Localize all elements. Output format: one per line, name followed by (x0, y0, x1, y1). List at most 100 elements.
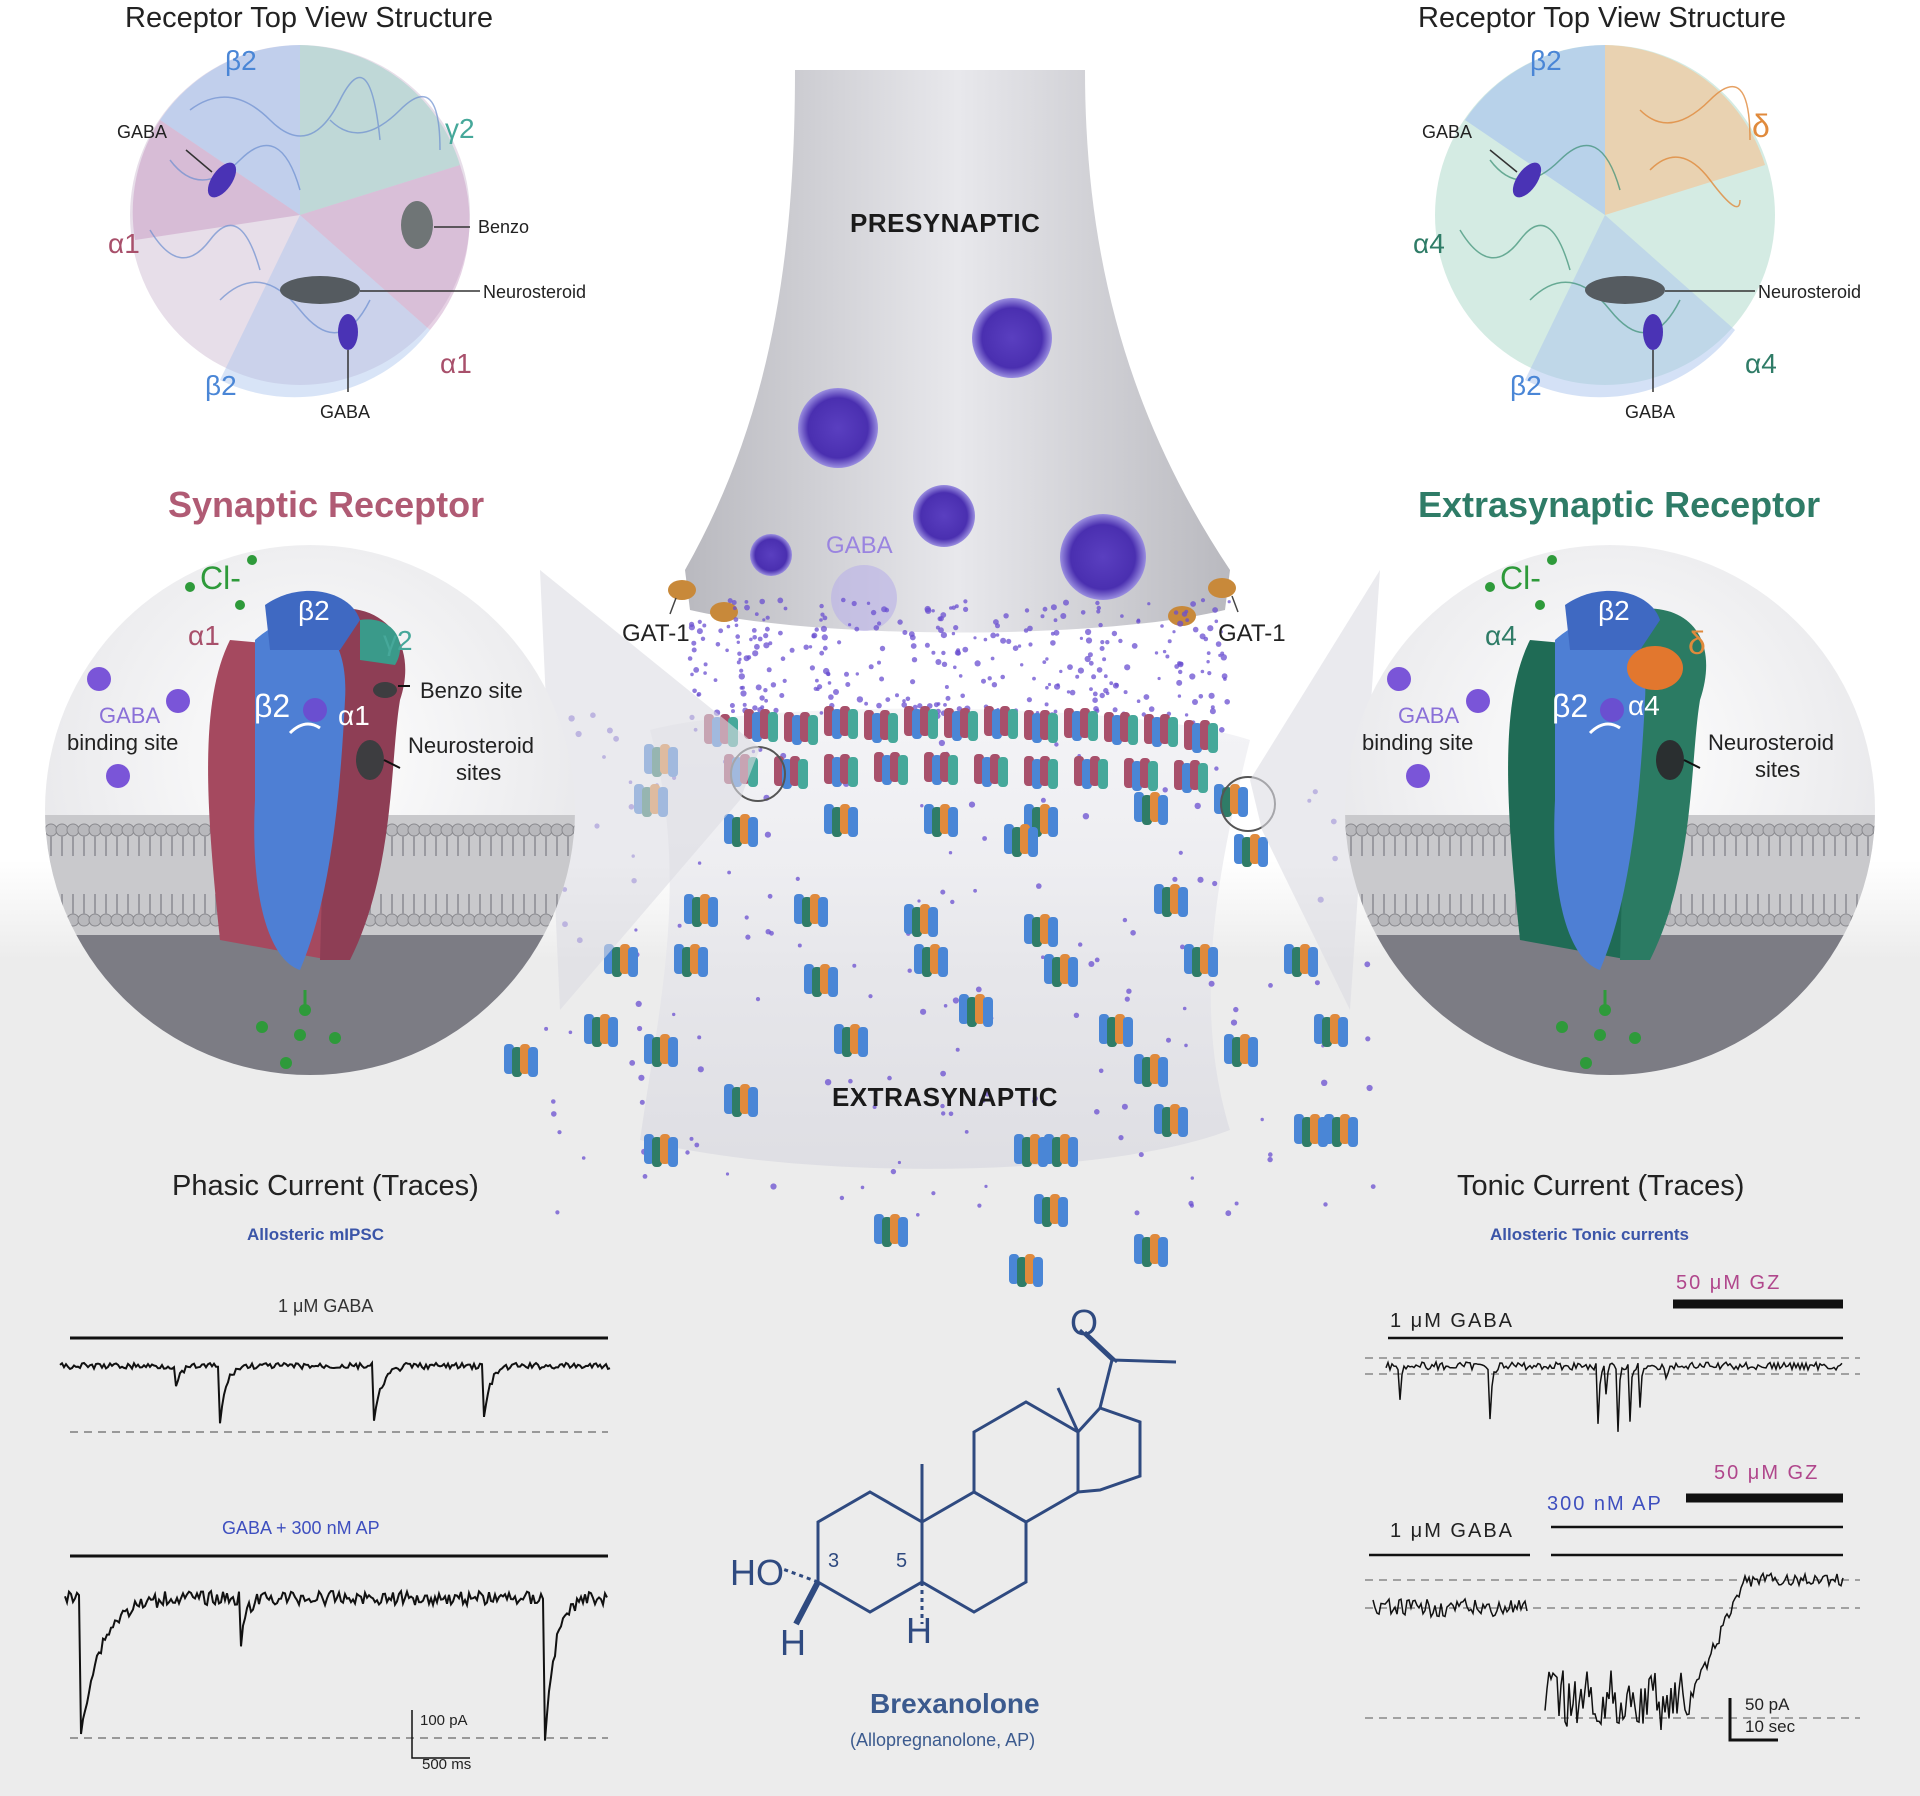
gaba-molecule-dot (943, 1004, 948, 1008)
label-extrasynaptic: EXTRASYNAPTIC (832, 1082, 1059, 1112)
gaba-molecule-dot (1130, 930, 1136, 936)
tonic-subtitle: Allosteric Tonic currents (1490, 1225, 1690, 1244)
gaba-molecule-dot (1177, 661, 1184, 668)
gaba-molecule-dot (637, 1025, 643, 1032)
gaba-molecule-dot (991, 682, 998, 688)
gaba-molecule-dot (948, 851, 953, 855)
gaba-molecule-dot (1105, 640, 1110, 645)
gaba-molecule-dot (694, 1142, 700, 1148)
gaba-molecule-dot (873, 625, 880, 631)
gaba-molecule-dot (693, 667, 700, 673)
gaba-molecule-dot (941, 661, 948, 667)
label-neurosteroid-sites-extrasynaptic-2: sites (1755, 757, 1801, 782)
synaptic-receptor (824, 754, 858, 787)
extrasynaptic-receptor (904, 904, 938, 937)
label-gaba-top-left: GABA (117, 122, 168, 142)
gaba-molecule-dot (910, 643, 917, 649)
gaba-molecule-dot (845, 682, 851, 687)
gaba-molecule-dot (980, 1097, 986, 1103)
gaba-molecule-dot (783, 606, 788, 611)
gaba-molecule-dot (731, 600, 737, 605)
gaba-molecule-dot (740, 685, 745, 690)
gaba-molecule-dot (718, 628, 724, 634)
gaba-molecule-dot (1221, 673, 1228, 680)
gaba-molecule-dot (1080, 610, 1086, 615)
gaba-molecule-dot (1172, 876, 1178, 882)
gaba-molecule-dot (745, 934, 751, 940)
gaba-molecule-dot (642, 1174, 648, 1179)
gaba-molecule-dot (744, 915, 749, 920)
gaba-molecule-dot (1268, 983, 1273, 988)
label-alpha1-synaptic-b: α1 (338, 700, 370, 731)
gaba-molecule-dot (696, 628, 703, 635)
gaba-molecule-dot (734, 623, 739, 628)
extrasynaptic-receptor-top-view (1435, 45, 1775, 398)
gaba-molecule-dot (1206, 660, 1210, 664)
gaba-molecule-dot (789, 647, 795, 653)
extrasynaptic-receptor (1314, 1014, 1348, 1047)
gaba-molecule-dot (828, 694, 834, 700)
gaba-molecule-dot (742, 702, 747, 707)
gaba-molecule-dot (1096, 609, 1101, 614)
synaptic-receptor-zoom (45, 545, 575, 1075)
gaba-molecule-dot (819, 711, 824, 715)
synaptic-receptor (864, 710, 898, 743)
gaba-molecule-dot (839, 1195, 845, 1201)
gaba-molecule-dot (1111, 630, 1118, 637)
label-beta2-bottom-right: β2 (1510, 370, 1542, 401)
label-beta2-extrasynaptic-a: β2 (1598, 595, 1630, 626)
gaba-molecule-dot (982, 836, 987, 841)
gaba-molecule-dot (977, 1203, 982, 1208)
gaba-molecule-dot (635, 1000, 642, 1008)
gaba-molecule-dot (737, 651, 742, 656)
gaba-molecule-dot (697, 861, 702, 865)
gaba-molecule-dot (1220, 654, 1228, 661)
label-neurosteroid-left: Neurosteroid (483, 282, 587, 302)
gaba-molecule-dot (809, 665, 816, 671)
gaba-molecule-dot (905, 696, 911, 702)
gaba-molecule-dot (817, 684, 823, 690)
extrasynaptic-receptor (644, 1134, 678, 1167)
gaba-molecule-dot (703, 662, 708, 667)
gaba-molecule-dot (854, 626, 860, 632)
gaba-molecule-dot (768, 641, 773, 646)
gaba-molecule-dot (910, 679, 916, 685)
extrasynaptic-receptor (724, 814, 758, 847)
gaba-molecule-dot (1094, 957, 1100, 963)
gaba-molecule-dot (949, 606, 953, 610)
gaba-molecule-dot (1162, 787, 1168, 793)
gaba-molecule-dot (1160, 624, 1164, 628)
gaba-molecule-dot (1219, 727, 1225, 733)
gaba-molecule-dot (820, 612, 825, 617)
gaba-molecule-dot (1053, 629, 1060, 636)
gaba-molecule-dot (1218, 653, 1222, 658)
gaba-molecule-dot (824, 1079, 832, 1086)
gaba-molecule-dot (887, 1075, 892, 1081)
gaba-molecule-dot (766, 667, 772, 673)
gaba-molecule-dot (1260, 1117, 1264, 1122)
gaba-molecule-dot (629, 1060, 636, 1066)
extrasynaptic-receptor (644, 1034, 678, 1067)
gaba-molecule-dot (941, 1111, 946, 1116)
gaba-molecule-dot (1185, 618, 1190, 622)
gaba-molecule-dot (833, 689, 839, 695)
synaptic-receptor (1104, 712, 1138, 745)
gaba-molecule-dot (1044, 702, 1049, 707)
extrasynaptic-receptor (924, 804, 958, 837)
gaba-molecule-dot (725, 648, 729, 653)
extrasynaptic-receptor (1324, 1114, 1358, 1147)
gaba-molecule-dot (1234, 1201, 1239, 1206)
synaptic-receptor (1144, 714, 1178, 747)
gaba-molecule-dot (940, 1103, 945, 1109)
gaba-molecule-dot (943, 703, 947, 707)
gaba-molecule-dot (763, 688, 768, 693)
gaba-molecule-dot (1094, 1109, 1100, 1115)
gaba-molecule-dot (917, 899, 921, 903)
gaba-molecule-dot (1098, 622, 1103, 628)
gaba-molecule-dot (744, 600, 749, 604)
gaba-molecule-dot (1078, 942, 1083, 947)
gaba-molecule-dot (1084, 655, 1091, 663)
gaba-molecule-dot (822, 645, 828, 651)
gaba-molecule-dot (1082, 813, 1090, 820)
tonic-gaba2-label: 1 μM GABA (1390, 1520, 1514, 1542)
